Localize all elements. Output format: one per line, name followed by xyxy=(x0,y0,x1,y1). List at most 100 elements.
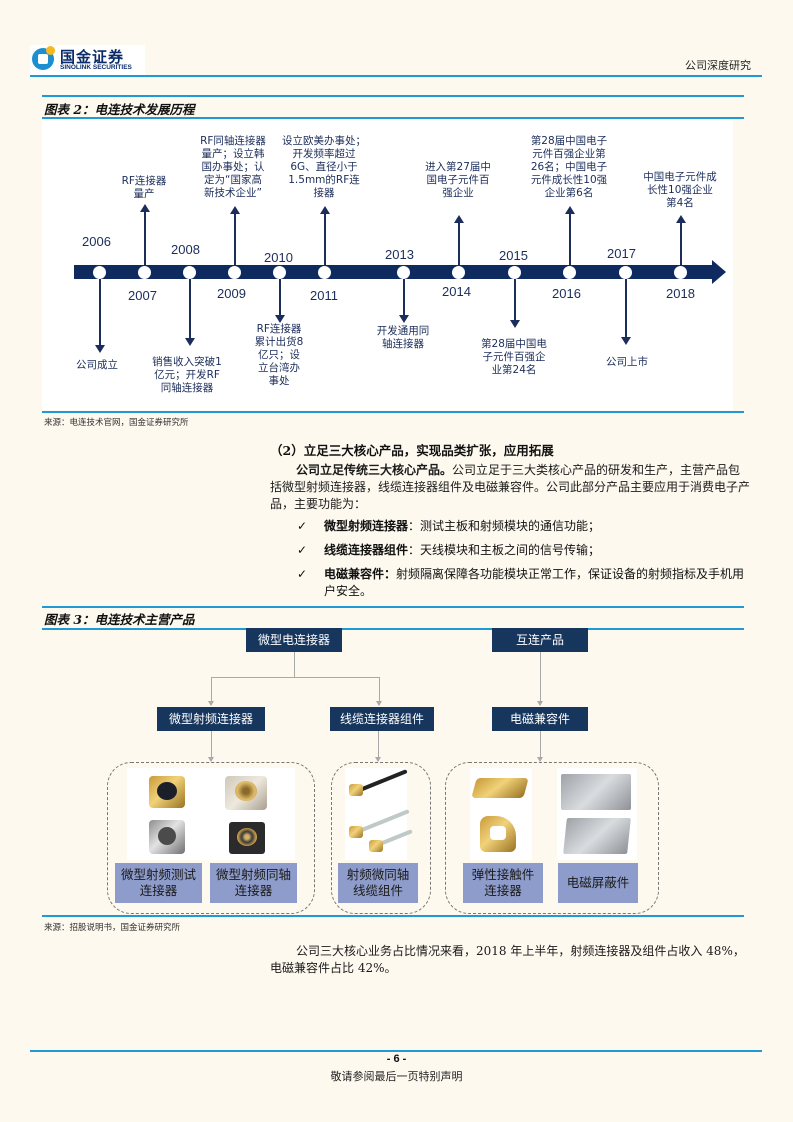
figure3-source: 来源：招股说明书，国金证券研究所 xyxy=(44,923,181,933)
year-label: 2011 xyxy=(310,288,338,303)
section-heading: （2）立足三大核心产品，实现品类扩张，应用拓展 xyxy=(270,443,554,458)
event-label: RF连接器 累计出货8 亿只；设 立台湾办 事处 xyxy=(254,323,304,387)
bullet-item: ✓ 线缆连接器组件：天线模块和主板之间的信号传输； xyxy=(297,542,752,559)
node-micro-rf-connector: 微型射频连接器 xyxy=(157,707,265,731)
arrow-down-icon xyxy=(185,279,195,346)
figure2-title-rule xyxy=(42,117,744,119)
intro-bold: 公司立足传统三大核心产品。 xyxy=(296,463,453,477)
product-photo-cable xyxy=(345,768,413,860)
coax-connector-image xyxy=(225,776,267,810)
arrow-down-icon xyxy=(621,279,631,345)
event-label: 开发通用同 轴连接器 xyxy=(376,325,430,350)
year-label: 2015 xyxy=(499,248,528,263)
event-label: RF连接器 量产 xyxy=(121,175,167,200)
logo-en-text: SINOLINK SECURITIES xyxy=(60,64,132,71)
timeline-node-2014 xyxy=(452,266,465,279)
closing-paragraph: 公司三大核心业务占比情况来看，2018 年上半年，射频连接器及组件占收入 48%… xyxy=(270,944,745,975)
product-label: 微型射频测试 连接器 xyxy=(115,863,202,903)
product-photo-spring-contact xyxy=(470,768,532,860)
arrow-up-icon xyxy=(565,206,575,266)
bullet-item: ✓ 电磁兼容件：射频隔离保障各功能模块正常工作，保证设备的射频指标及手机用户安全… xyxy=(297,566,752,600)
timeline-node-2013 xyxy=(397,266,410,279)
page-number: - 6 - xyxy=(386,1053,407,1065)
product-label: 电磁屏蔽件 xyxy=(558,863,638,903)
year-label: 2017 xyxy=(607,246,636,261)
product-label: 微型射频同轴 连接器 xyxy=(210,863,297,903)
group-emc xyxy=(445,762,659,914)
header-divider xyxy=(30,75,762,77)
arrow-down-icon xyxy=(537,652,543,706)
cable-plug-image xyxy=(349,826,363,838)
check-icon: ✓ xyxy=(297,543,308,557)
bullet-desc: ：测试主板和射频模块的通信功能； xyxy=(408,519,601,533)
arrow-up-icon xyxy=(140,204,150,266)
figure2-top-rule xyxy=(42,95,744,97)
footer-divider xyxy=(30,1050,762,1052)
spring-contact-image xyxy=(471,778,529,798)
disclaimer-note: 敬请参阅最后一页特别声明 xyxy=(330,1070,463,1083)
year-label: 2018 xyxy=(666,286,695,301)
arrow-up-icon xyxy=(230,206,240,266)
intro-text: 公司立足于三大类核心产品的研发和生产，主营产品包括微型射频连接器，线缆连接器组件… xyxy=(270,463,751,511)
year-label: 2009 xyxy=(217,286,246,301)
bullet-term: 微型射频连接器 xyxy=(324,519,409,533)
logo-cn-text: 国金证券 xyxy=(60,48,125,66)
timeline-node-2006 xyxy=(93,266,106,279)
bullet-desc: ：天线模块和主板之间的信号传输； xyxy=(408,543,601,557)
intro-paragraph: 公司立足传统三大核心产品。公司立足于三大类核心产品的研发和生产，主营产品包括微型… xyxy=(270,462,752,513)
cable-plug-image xyxy=(349,784,363,796)
arrow-down-icon xyxy=(95,279,105,353)
figure3-top-rule xyxy=(42,606,744,608)
product-label: 射频微同轴 线缆组件 xyxy=(338,863,418,903)
report-type: 公司深度研究 xyxy=(685,59,751,72)
year-label: 2010 xyxy=(264,250,293,265)
figure2-source: 来源：电连技术官网，国金证券研究所 xyxy=(44,418,189,428)
timeline-node-2007 xyxy=(138,266,151,279)
year-label: 2016 xyxy=(552,286,581,301)
grey-cable-image xyxy=(356,809,410,834)
bullet-desc: 射频隔离保障各功能模块正常工作，保证设备的射频指标及手机用户安全。 xyxy=(324,567,745,598)
event-label: 公司成立 xyxy=(76,359,118,371)
event-label: 第28届中国电子 元件百强企业第 26名；中国电子 元件成长性10强 企业第6名 xyxy=(530,135,608,199)
figure2-title: 图表 2：电连技术发展历程 xyxy=(44,102,195,117)
product-label: 弹性接触件 连接器 xyxy=(463,863,543,903)
check-icon: ✓ xyxy=(297,519,308,533)
check-icon: ✓ xyxy=(297,567,308,581)
arrow-up-icon xyxy=(454,215,464,266)
shield-plate-image xyxy=(561,774,631,810)
bullet-term: 电磁兼容件： xyxy=(324,567,397,581)
arrow-up-icon xyxy=(676,215,686,266)
arrow-down-icon xyxy=(275,279,285,323)
event-label: RF同轴连接器 量产；设立韩 国办事处；认 定为“国家高 新技术企业” xyxy=(200,135,266,199)
event-label: 公司上市 xyxy=(606,356,648,368)
year-label: 2008 xyxy=(171,242,200,257)
year-label: 2006 xyxy=(82,234,111,249)
company-logo: 国金证券 SINOLINK SECURITIES xyxy=(30,45,145,75)
node-cable-connector-assembly: 线缆连接器组件 xyxy=(330,707,434,731)
figure3-title: 图表 3：电连技术主营产品 xyxy=(44,612,195,627)
logo-dot-icon xyxy=(46,46,55,55)
timeline-node-2011 xyxy=(318,266,331,279)
timeline-node-2015 xyxy=(508,266,521,279)
arrow-down-icon xyxy=(510,279,520,328)
spring-contact-image xyxy=(480,816,516,852)
figure3-title-rule xyxy=(42,628,744,630)
silver-connector-image xyxy=(149,820,185,854)
arrow-down-icon xyxy=(537,731,543,762)
gold-connector-image xyxy=(149,776,185,808)
arrow-up-icon xyxy=(320,206,330,266)
product-photo-shield xyxy=(557,768,637,860)
product-photo-micro-rf xyxy=(127,768,295,860)
connector-line xyxy=(211,677,379,678)
timeline-bar xyxy=(74,265,714,279)
event-label: 销售收入突破1 亿元；开发RF 同轴连接器 xyxy=(152,356,222,394)
arrow-down-icon xyxy=(376,677,382,706)
year-label: 2014 xyxy=(442,284,471,299)
timeline-chart: 2006 2007 2008 2009 2010 2011 2013 2014 … xyxy=(42,120,733,410)
bullet-term: 线缆连接器组件 xyxy=(324,543,409,557)
group-cable-assembly xyxy=(331,762,431,914)
group-micro-rf xyxy=(107,762,315,914)
node-micro-electrical-connector: 微型电连接器 xyxy=(246,628,342,652)
arrow-down-icon xyxy=(208,677,214,706)
timeline-node-2016 xyxy=(563,266,576,279)
